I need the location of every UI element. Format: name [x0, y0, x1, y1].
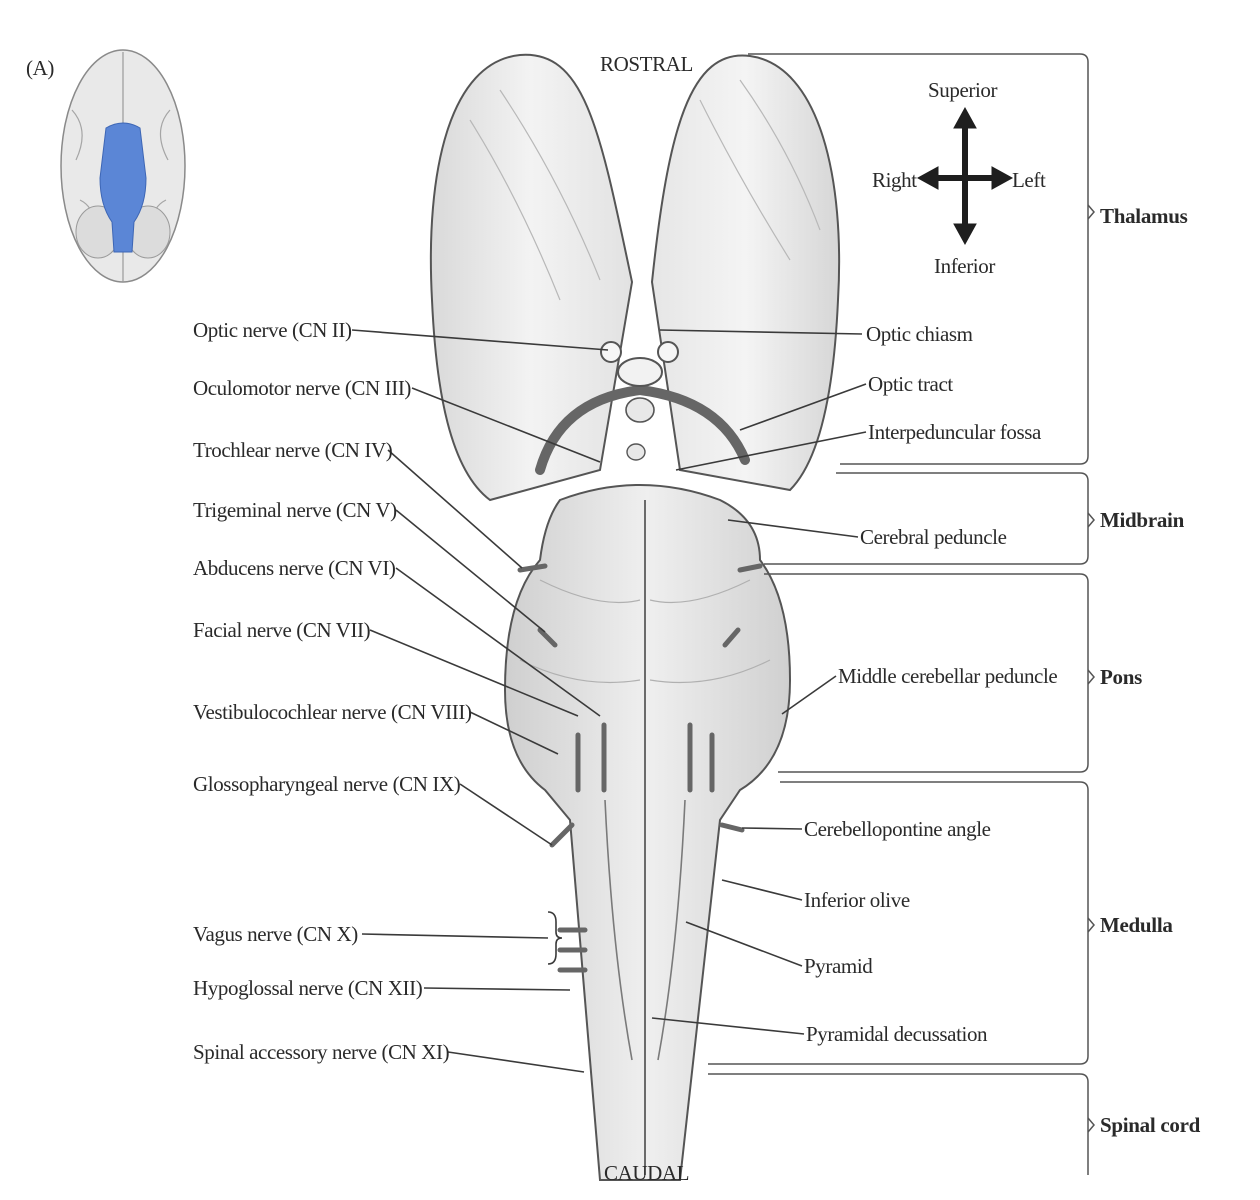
label-facial-nerve: Facial nerve (CN VII)	[193, 618, 371, 642]
compass-right: Right	[872, 168, 917, 192]
label-spinal-accessory-nerve: Spinal accessory nerve (CN XI)	[193, 1040, 450, 1064]
label-inferior-olive: Inferior olive	[804, 888, 910, 912]
label-pyramid: Pyramid	[804, 954, 873, 978]
rostral-label: ROSTRAL	[600, 52, 693, 76]
label-glossopharyngeal-nerve: Glossopharyngeal nerve (CN IX)	[193, 772, 461, 796]
optic-structures	[535, 341, 750, 475]
label-pyramidal-decussation: Pyramidal decussation	[806, 1022, 988, 1046]
panel-label: (A)	[26, 56, 54, 80]
left-leader-lines	[351, 329, 609, 1073]
inset-brainstem-highlight	[99, 122, 147, 253]
label-optic-nerve: Optic nerve (CN II)	[193, 318, 352, 342]
region-spinal-cord: Spinal cord	[1100, 1113, 1200, 1137]
label-cerebellopontine-angle: Cerebellopontine angle	[804, 817, 991, 841]
label-trochlear-nerve: Trochlear nerve (CN IV)	[193, 438, 393, 462]
label-vagus-nerve: Vagus nerve (CN X)	[193, 922, 358, 946]
compass-superior: Superior	[928, 78, 998, 102]
label-hypoglossal-nerve: Hypoglossal nerve (CN XII)	[193, 976, 423, 1000]
label-interpeduncular-fossa: Interpeduncular fossa	[868, 420, 1041, 444]
compass-left: Left	[1012, 168, 1046, 192]
label-abducens-nerve: Abducens nerve (CN VI)	[193, 556, 396, 580]
right-leader-lines	[651, 329, 867, 1035]
label-cerebral-peduncle: Cerebral peduncle	[860, 525, 1007, 549]
orientation-compass	[916, 106, 1014, 246]
label-optic-chiasm: Optic chiasm	[866, 322, 973, 346]
region-pons: Pons	[1100, 665, 1142, 689]
label-trigeminal-nerve: Trigeminal nerve (CN V)	[193, 498, 397, 522]
thalamus-lobes	[429, 53, 841, 502]
region-thalamus: Thalamus	[1100, 204, 1188, 228]
label-optic-tract: Optic tract	[868, 372, 953, 396]
inset-brain	[60, 49, 186, 283]
label-oculomotor-nerve: Oculomotor nerve (CN III)	[193, 376, 412, 400]
region-medulla: Medulla	[1100, 913, 1173, 937]
label-middle-cerebellar-peduncle: Middle cerebellar peduncle	[838, 664, 1058, 688]
brainstem-body	[503, 484, 792, 1181]
caudal-label: CAUDAL	[604, 1161, 690, 1185]
label-vestibulocochlear-nerve: Vestibulocochlear nerve (CN VIII)	[193, 700, 472, 724]
region-brackets	[708, 53, 1095, 1175]
region-midbrain: Midbrain	[1100, 508, 1184, 532]
compass-inferior: Inferior	[934, 254, 995, 278]
nerve-roots	[517, 563, 763, 973]
